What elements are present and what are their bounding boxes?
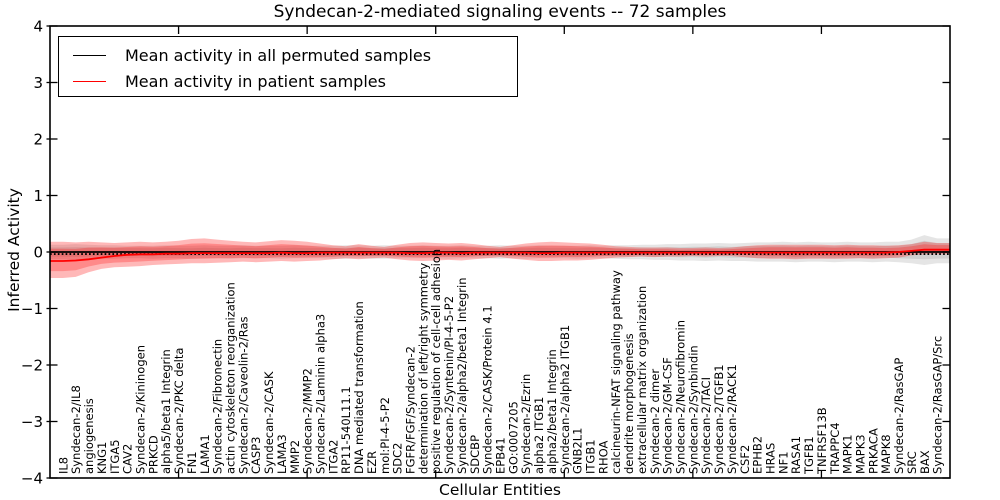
x-tick-label: MAPK3 — [854, 434, 868, 474]
x-tick-label: KNG1 — [95, 442, 109, 474]
series-line-patient — [50, 248, 950, 262]
x-tick-label: EPB41 — [494, 437, 508, 474]
x-tick-label: Syndecan-2/Laminin alpha3 — [314, 314, 328, 474]
x-tick-label: Syndecan-2/CASK/Protein 4.1 — [481, 305, 495, 474]
x-tick-label: SDCBP — [468, 435, 482, 474]
x-tick-label: Syndecan-2/CASK — [262, 371, 276, 474]
x-tick-label: TNFRSF13B — [815, 407, 829, 475]
x-tick-label: HRAS — [764, 443, 778, 474]
x-tick-label: LAMA1 — [198, 434, 212, 474]
x-tick-label: MMP2 — [288, 440, 302, 474]
legend: Mean activity in all permuted samples Me… — [58, 36, 518, 97]
x-tick-label: RHOA — [596, 441, 610, 474]
y-tick-label: 4 — [33, 18, 43, 36]
x-tick-label: CASP3 — [249, 437, 263, 474]
x-tick-label: Syndecan-2/PKC delta — [172, 348, 186, 474]
x-tick-label: alpha2 ITGB1 — [532, 397, 546, 474]
x-tick-label: RASA1 — [789, 436, 803, 474]
x-tick-label: MAPK8 — [879, 434, 893, 474]
x-tick-label: LAMA3 — [275, 434, 289, 474]
x-tick-label: Syndecan-2/IL8 — [69, 385, 83, 474]
x-tick-label: Syndecan-2/RACK1 — [725, 364, 739, 474]
x-tick-label: Syndecan-2/Syntenin/PI-4-5-P2 — [442, 296, 456, 474]
legend-label: Mean activity in patient samples — [125, 71, 386, 91]
x-tick-label: Syndecan-2/alpha2 ITGB1 — [558, 325, 572, 474]
band-inner-patient-sample-range — [50, 243, 950, 272]
x-tick-label: dendrite morphogenesis — [622, 333, 636, 474]
x-tick-label: Syndecan-2 dimer — [648, 369, 662, 474]
x-tick-label: GO:0007205 — [506, 401, 520, 474]
x-tick-label: CSF2 — [738, 445, 752, 474]
x-axis-label: Cellular Entities — [439, 481, 561, 499]
chart-title: Syndecan-2-mediated signaling events -- … — [273, 2, 727, 22]
x-tick-label: NF1 — [776, 451, 790, 474]
x-tick-label: positive regulation of cell-cell adhesio… — [429, 249, 443, 474]
x-tick-label: CAV2 — [121, 444, 135, 474]
x-tick-label: PRKACA — [866, 428, 880, 474]
x-tick-label: Syndecan-2/Synbindin — [686, 345, 700, 474]
x-tick-label: Syndecan-2/TACI — [699, 377, 713, 474]
x-tick-label: Syndecan-2/Ezrin — [519, 374, 533, 474]
x-tick-label: PRKCD — [146, 435, 160, 474]
y-tick-label: 2 — [33, 131, 43, 149]
x-tick-label: Syndecan-2/MMP2 — [301, 368, 315, 474]
legend-entry: Mean activity in all permuted samples — [59, 42, 517, 68]
legend-line-patient-icon — [73, 80, 106, 82]
y-tick-label: −3 — [21, 413, 43, 431]
x-tick-label: angiogenesis — [82, 398, 96, 474]
x-tick-label: Syndecan-2/Caveolin-2/Ras — [236, 316, 250, 474]
x-tick-label: alpha5/beta1 Integrin — [159, 349, 173, 474]
x-tick-label: alpha2/beta1 Integrin — [545, 349, 559, 474]
x-tick-label: actin cytoskeleton reorganization — [224, 282, 238, 474]
x-tick-label: Syndecan-2/alpha2/beta1 Integrin — [455, 277, 469, 474]
x-tick-label: determination of left/right symmetry — [416, 263, 430, 474]
x-tick-label: Syndecan-2/Fibronectin — [211, 339, 225, 474]
legend-line-permuted-icon — [73, 54, 106, 56]
y-axis-label: Inferred Activity — [5, 188, 23, 312]
x-tick-label: TRAPPC4 — [828, 422, 842, 475]
x-tick-label: extracellular matrix organization — [635, 286, 649, 474]
y-tick-label: 3 — [33, 74, 43, 92]
x-tick-label: ITGA5 — [108, 439, 122, 474]
x-tick-label: calcineurin-NFAT signaling pathway — [609, 270, 623, 474]
x-tick-label: RP11-540L11.1 — [339, 386, 353, 474]
x-tick-label: SRC — [905, 451, 919, 474]
x-tick-label: ITGA2 — [326, 439, 340, 474]
y-tick-label: −2 — [21, 357, 43, 375]
band-permuted-sample-range — [50, 235, 950, 265]
x-tick-label: Syndecan-2/RasGAP — [892, 358, 906, 474]
x-tick-label: Syndecan-2/Neurofibromin — [674, 320, 688, 474]
x-tick-label: DNA mediated transformation — [352, 301, 366, 474]
x-tick-label: TGFB1 — [802, 436, 816, 475]
x-tick-label: mol:PI-4-5-P2 — [378, 397, 392, 474]
x-tick-label: Syndecan-2/RasGAP/Src — [931, 336, 945, 474]
x-tick-label: IL8 — [56, 457, 70, 474]
legend-label: Mean activity in all permuted samples — [125, 45, 432, 65]
x-tick-label: MAPK1 — [841, 434, 855, 474]
x-tick-label: FN1 — [185, 451, 199, 474]
x-tick-label: Syndecan-2/Kininogen — [134, 345, 148, 474]
y-tick-label: 0 — [33, 244, 43, 262]
x-tick-label: GNB2L1 — [571, 428, 585, 474]
x-tick-label: FGFR/FGF/Syndecan-2 — [404, 346, 418, 474]
y-tick-label: 1 — [33, 187, 43, 205]
x-tick-label: SDC2 — [391, 442, 405, 474]
x-tick-label: Syndecan-2/GM-CSF — [661, 357, 675, 474]
x-tick-label: EPHB2 — [751, 436, 765, 474]
x-tick-label: ITGB1 — [584, 439, 598, 474]
y-tick-label: −4 — [21, 470, 43, 488]
x-tick-label: BAX — [918, 450, 932, 474]
band-patient-sample-range — [50, 238, 950, 278]
legend-entry: Mean activity in patient samples — [59, 68, 517, 94]
y-tick-label: −1 — [21, 300, 43, 318]
x-tick-label: Syndecan-2/TGFB1 — [712, 364, 726, 474]
x-tick-label: EZR — [365, 451, 379, 474]
